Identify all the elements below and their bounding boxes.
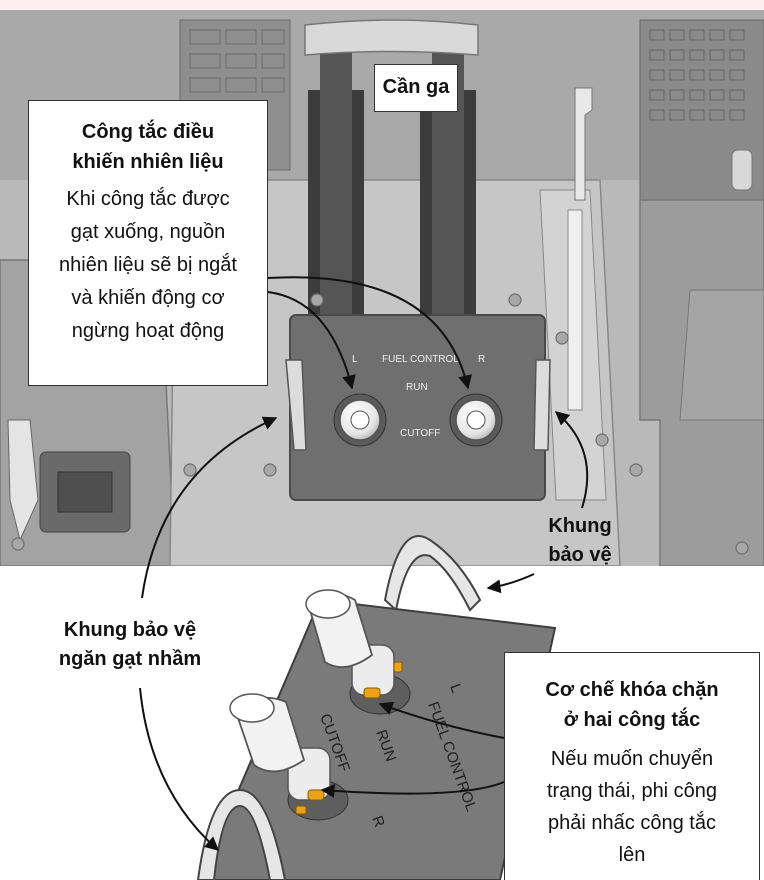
fuel-switch-right [449,393,503,447]
panel-label-run: RUN [406,382,428,393]
right-side-handle [731,149,753,191]
fuel-switch-title-2: khiến nhiên liệu [72,151,224,173]
throttle-label-box: Cần ga [374,64,458,112]
arrow-guard-right-top [554,411,589,509]
guard-left-line-1: Khung bảo vệ [63,619,197,641]
lock-tab-upper [363,687,381,699]
arrow-guard-right-zoom [486,573,535,594]
speedbrake-ladder [567,209,583,411]
lock-tab-lower [307,789,325,801]
annotation-arrows [139,276,589,851]
arrow-to-left-switch [267,291,356,390]
fuel-control-panel [289,314,546,501]
panel-label-right: R [478,354,485,365]
fuel-switch-body-5: ngừng hoạt động [71,320,225,342]
fuel-switch-body-1: Khi công tắc được [66,188,230,210]
lock-label-box: Cơ chế khóa chặn ở hai công tắc Nếu muốn… [504,652,760,880]
throttle-lever-left [320,40,352,330]
guard-left-line-2: ngăn gạt nhầm [58,648,202,670]
guard-right-line-2: bảo vệ [548,544,612,566]
fuel-switch-label-box: Công tắc điều khiến nhiên liệu Khi công … [28,100,268,386]
right-lower-panel [679,289,764,421]
lock-body-2: trạng thái, phi công [546,780,718,802]
arrow-to-right-switch [267,276,472,390]
guard-label-right: Khung bảo vệ [530,512,630,570]
fuel-switch-body-4: và khiến động cơ [71,287,225,309]
fuel-switch-body-3: nhiên liệu sẽ bị ngắt [59,254,237,276]
zoom-fuel-switch-upper [305,589,411,715]
left-instrument-panel [179,19,291,171]
guard-right-line-1: Khung [548,515,612,537]
guard-bracket-right [533,359,551,451]
fuel-switch-left [333,393,387,447]
guard-label-left: Khung bảo vệ ngăn gạt nhầm [30,616,230,674]
fuel-switch-title-1: Công tắc điều [81,121,215,143]
left-console-block-inner [57,471,113,513]
fuel-switch-body-2: gạt xuống, nguồn [70,221,226,243]
speedbrake-lever [574,87,593,201]
zoom-guard-frame [383,535,482,612]
lock-body-3: phải nhấc công tắc [548,812,716,834]
lock-body-4: lên [618,844,646,866]
zoom-guard-frame-lower [196,788,287,880]
arrow-lock-upper [378,701,505,739]
lock-title-1: Cơ chế khóa chặn [545,679,719,701]
left-lever-blade [7,419,39,542]
guard-bracket-left [285,359,307,451]
throttle-handle [304,19,479,56]
panel-label-title: FUEL CONTROL [382,354,459,365]
arrow-guard-left-top [141,416,278,599]
lock-body-1: Nếu muốn chuyển [550,748,714,770]
throttle-label: Cần ga [382,76,450,98]
panel-label-cutoff: CUTOFF [400,428,440,439]
panel-label-left: L [352,354,358,365]
arrow-lock-lower [320,781,505,798]
lock-title-2: ở hai công tắc [563,709,701,731]
arrow-guard-left-zoom [139,687,220,851]
zoom-panel [198,598,557,880]
